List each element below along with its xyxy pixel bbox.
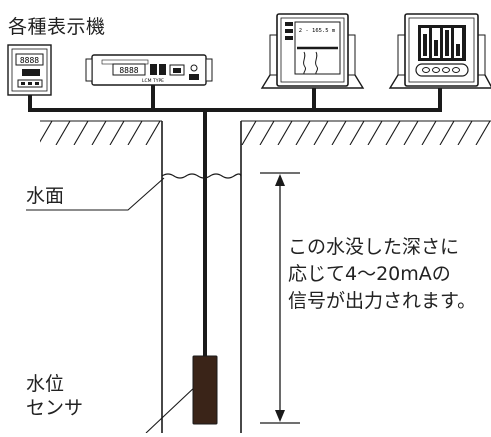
well-walls <box>161 121 242 433</box>
sensor-label-line: 水位 <box>26 373 65 395</box>
signal-wiring <box>28 85 442 358</box>
level-sensor <box>192 355 218 425</box>
device-small-panel-meter: 8888 <box>7 44 52 96</box>
description-line: 応じて4～20mAの <box>288 263 451 285</box>
device-multi-channel-indicator <box>388 13 491 89</box>
water-surface-label: 水面 <box>26 185 65 207</box>
device-2-caption: LCM TYPE <box>142 78 164 84</box>
device-1-screen: 8888 <box>20 56 39 65</box>
sensor-label: 水位 センサ <box>26 372 83 420</box>
device-3-screen: 2 - 165.5 m <box>299 28 336 34</box>
description-line: 信号が出力されます。 <box>288 290 477 312</box>
device-2-screen: 8888 <box>119 66 138 75</box>
depth-arrow-icon <box>260 172 300 424</box>
description-line: この水没した深さに <box>288 236 460 258</box>
device-trend-recorder: 2 - 165.5 m <box>260 13 365 89</box>
page-title: 各種表示機 <box>8 16 106 38</box>
leader-lines <box>26 177 198 434</box>
sensor-label-line: センサ <box>26 397 84 419</box>
hatch-ground-icon <box>40 120 491 145</box>
water-surface-icon <box>161 173 242 179</box>
description-text: この水没した深さに 応じて4～20mAの 信号が出力されます。 <box>288 234 476 315</box>
device-digital-indicator: 8888 LCM TYPE <box>85 54 213 86</box>
